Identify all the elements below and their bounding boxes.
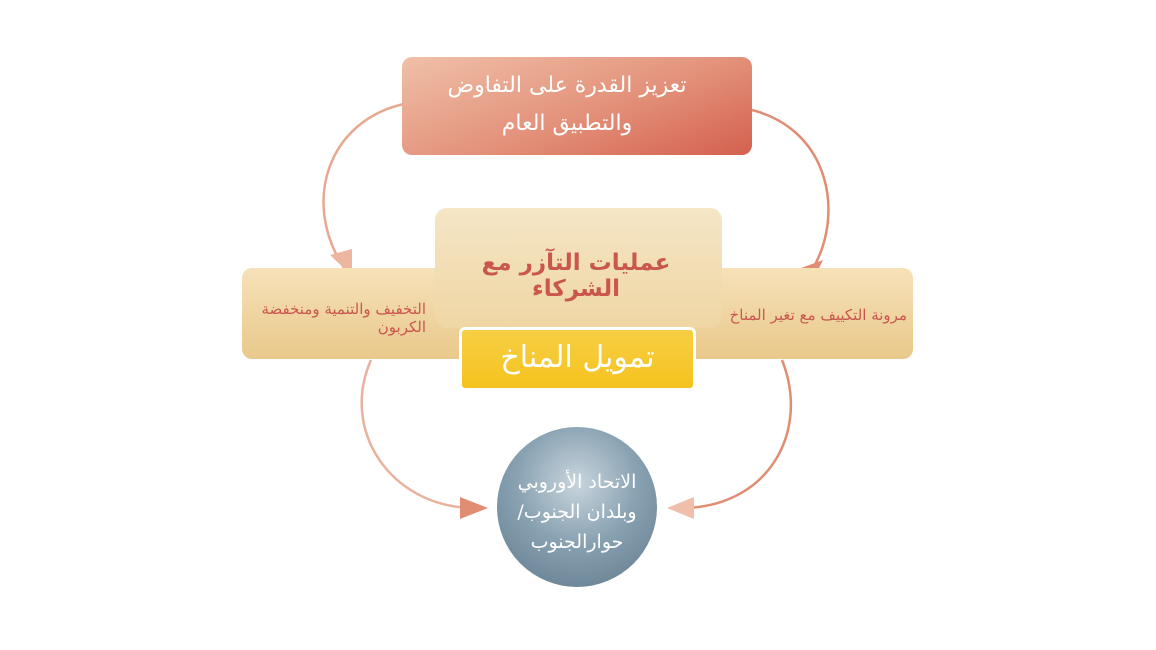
node-partner-synergy: عمليات التآزر مع الشركاء — [481, 250, 671, 302]
node-negotiation-capacity: تعزيز القدرة على التفاوض والتطبيق العام — [402, 57, 752, 155]
arrow-left-to-circle — [360, 359, 471, 510]
arrowhead-left-to-circle — [460, 497, 488, 519]
arrowhead-right-to-circle — [667, 497, 694, 519]
node-mitigation: التخفيف والتنمية ومنخفضة الكربون — [261, 300, 426, 336]
arrow-top-to-right — [751, 108, 830, 271]
arrow-right-to-circle — [685, 359, 792, 510]
node-adaptation-resilience: مرونة التكييف مع تغير المناخ — [729, 306, 907, 324]
center-node-background — [435, 208, 722, 328]
arrow-top-to-left — [322, 102, 405, 269]
node-climate-finance: تمويل المناخ — [459, 327, 696, 391]
node-eu-south-dialogue: الاتحاد الأوروبي وبلدان الجنوب/حوارالجنو… — [497, 427, 657, 587]
